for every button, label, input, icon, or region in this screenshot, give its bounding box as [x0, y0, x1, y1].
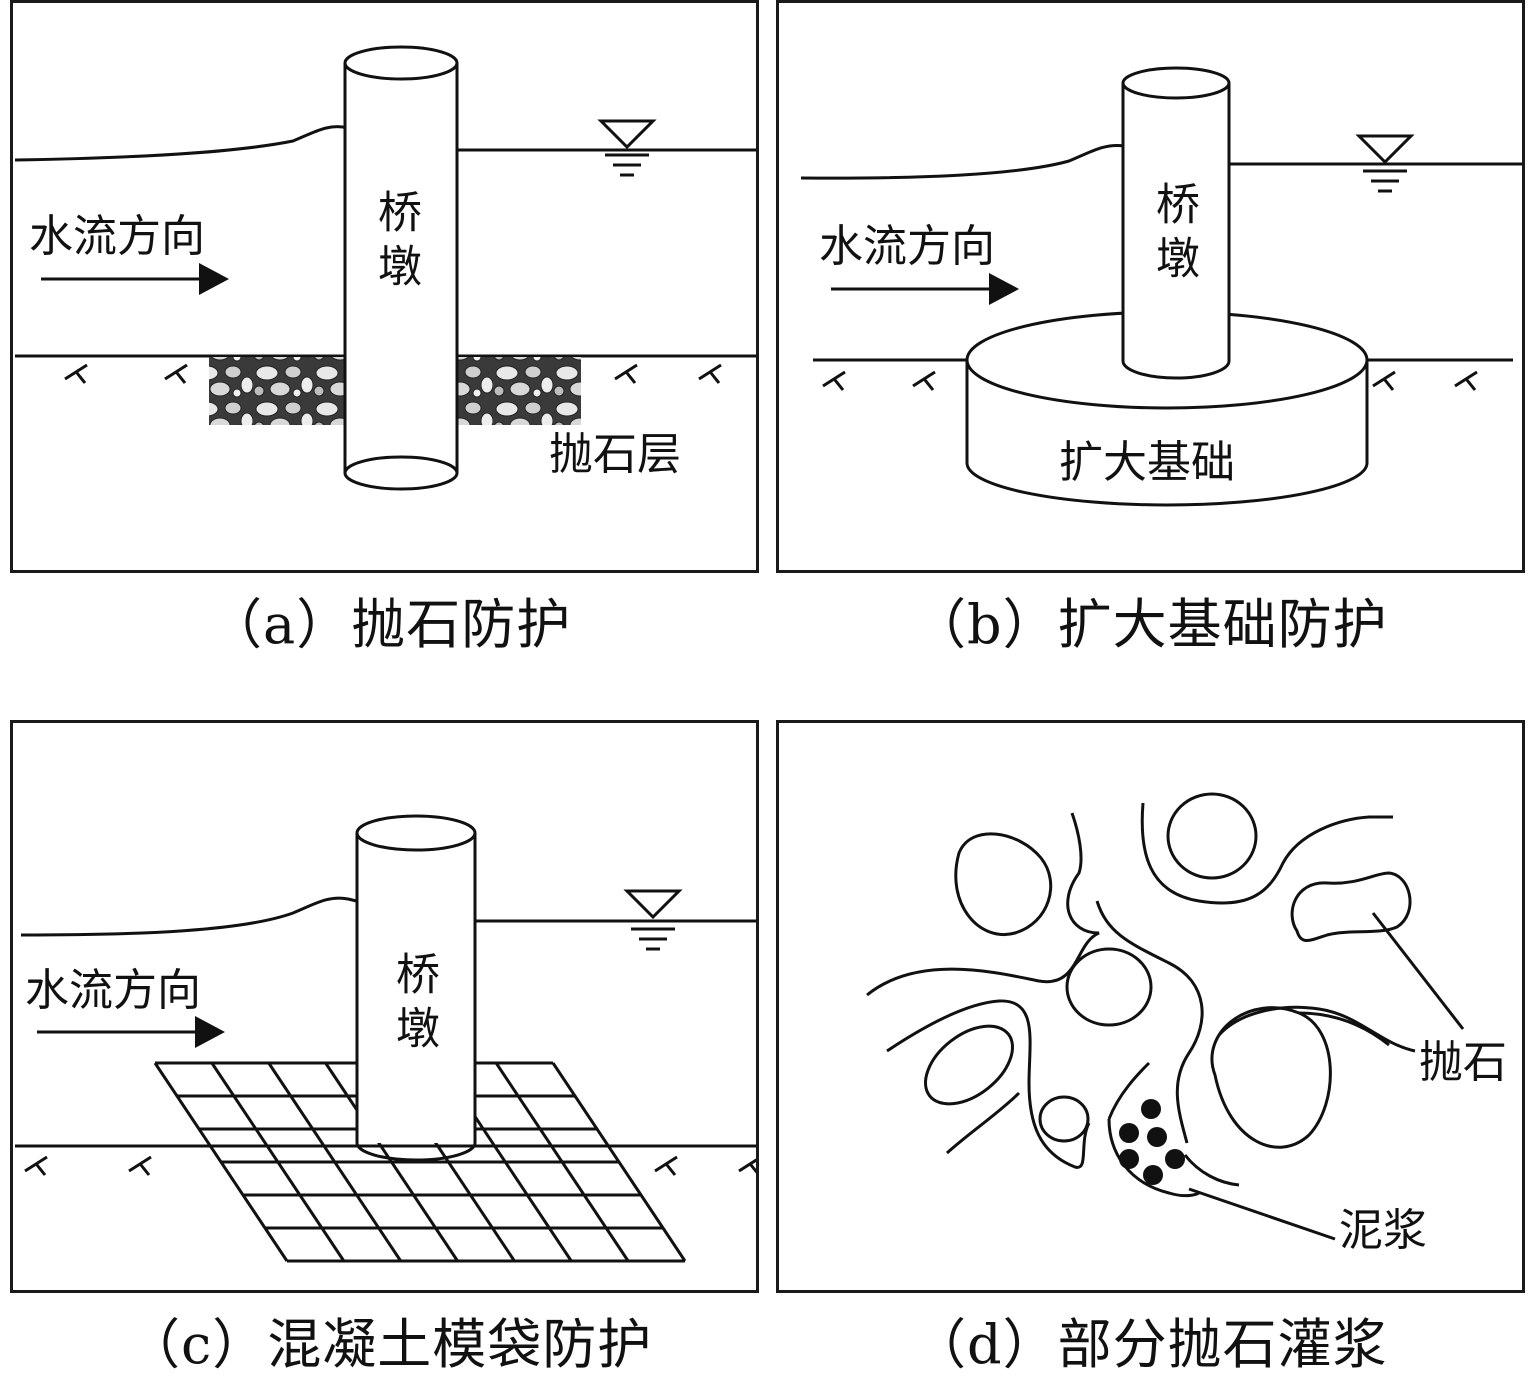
pier-cylinder [1121, 66, 1231, 380]
grid-column-line [267, 1062, 402, 1262]
riprap-layer-label: 抛石层 [549, 429, 681, 480]
water-level-symbol [623, 889, 683, 951]
water-level-symbol [1355, 134, 1415, 193]
water-level-symbol [597, 119, 657, 177]
foundation-label: 扩大基础 [1059, 437, 1235, 488]
grid-column-line [210, 1062, 346, 1262]
grid-column-line [494, 1062, 630, 1262]
panel-d-drawing [866, 792, 1465, 1241]
pier-cylinder [343, 45, 459, 491]
flow-direction-label: 水流方向 [819, 221, 995, 272]
soil-marks [24, 1155, 756, 1176]
caption-a: （a）抛石防护 [208, 593, 572, 656]
flow-arrow [41, 263, 229, 295]
panel-c-drawing [15, 814, 756, 1263]
caption-b: （b）扩大基础防护 [912, 593, 1388, 656]
grid-column-line [153, 1062, 289, 1262]
panel-b-enlarged-foundation: 水流方向 桥墩 扩大基础 [776, 0, 1525, 573]
leader-lines [1188, 912, 1465, 1241]
soil-marks [64, 363, 722, 384]
grid-column-line [551, 1062, 687, 1262]
panel-d-partial-grouting: 抛石 泥浆 [776, 720, 1525, 1293]
grout-boundary-lines [866, 802, 1416, 1198]
flow-arrow [831, 273, 1019, 305]
panel-a-riprap: 水流方向 桥墩 抛石层 [10, 0, 759, 573]
caption-c: （c）混凝土模袋防护 [126, 1313, 653, 1376]
panel-a-drawing [14, 45, 756, 491]
pier-cylinder [355, 814, 477, 1162]
riprap-label: 抛石 [1419, 1037, 1507, 1088]
flow-direction-label: 水流方向 [25, 965, 201, 1016]
pier-label: 桥墩 [1148, 181, 1199, 289]
concrete-formbag-grid [153, 1061, 687, 1263]
grout-label: 泥浆 [1339, 1205, 1427, 1256]
soil-marks [822, 370, 1478, 391]
pier-label: 桥墩 [370, 189, 421, 297]
pier-label: 桥墩 [388, 951, 439, 1059]
flow-direction-label: 水流方向 [29, 211, 205, 262]
panel-c-concrete-formbag: 水流方向 桥墩 [10, 720, 759, 1293]
flow-arrow [37, 1016, 225, 1048]
grid-column-line [324, 1062, 459, 1262]
caption-d: （d）部分抛石灌浆 [912, 1313, 1388, 1376]
panel-b-drawing [800, 66, 1522, 507]
riprap-stones [923, 792, 1412, 1149]
grout-mud-particles [1119, 1099, 1185, 1185]
